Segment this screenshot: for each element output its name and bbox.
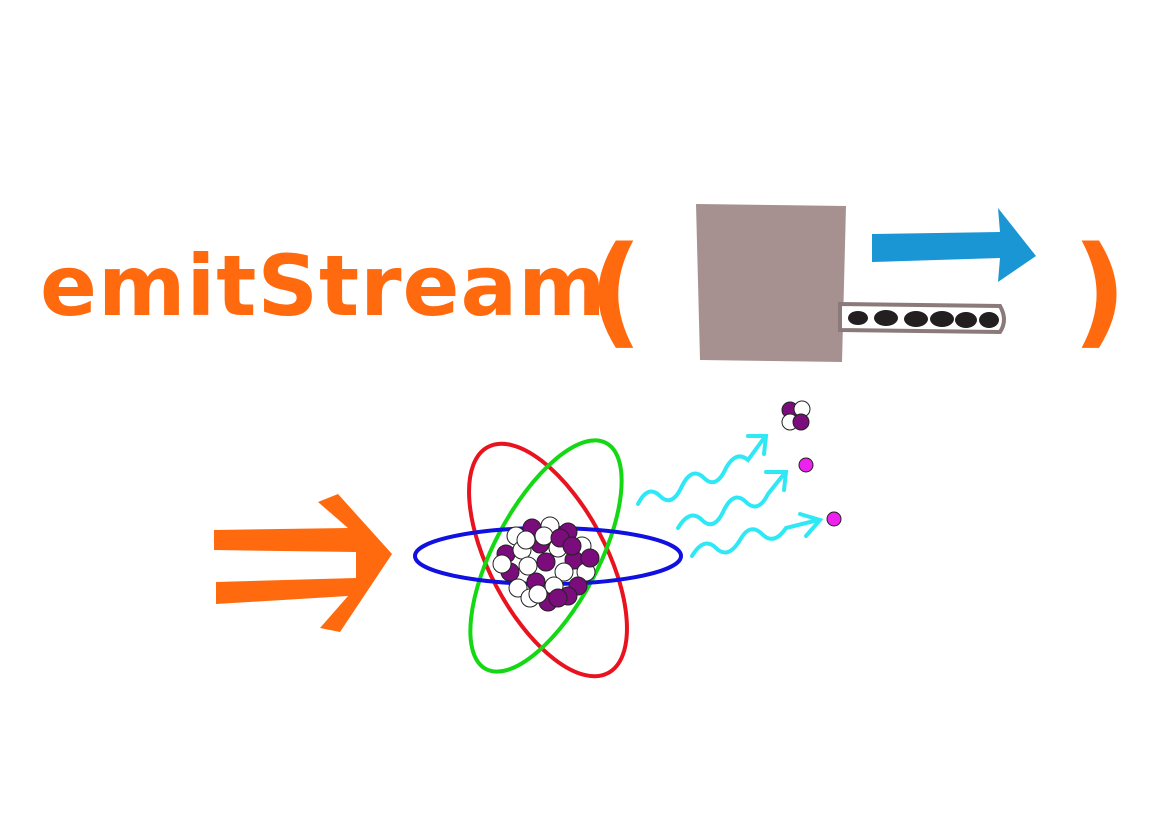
proton	[562, 536, 582, 556]
beta-particle	[798, 457, 814, 473]
alpha-particle-piece	[792, 413, 810, 431]
stream-item	[904, 311, 928, 327]
radiation-wave	[690, 518, 820, 558]
proton	[548, 588, 568, 608]
function-name: emitStream	[40, 237, 607, 335]
stream-item	[930, 311, 954, 327]
stream-box	[696, 204, 846, 362]
open-paren: (	[588, 222, 644, 361]
radiation-waves	[636, 434, 824, 558]
nucleus	[492, 516, 600, 612]
stream-item	[848, 311, 868, 325]
beta-particle	[826, 511, 842, 527]
radiation-arrowhead	[798, 512, 824, 538]
neutron	[528, 584, 548, 604]
emitted-particles	[781, 400, 842, 527]
stream-items	[848, 310, 999, 328]
stream-icon	[696, 204, 1036, 362]
neutron	[516, 530, 536, 550]
double-arrow-shape	[214, 494, 392, 632]
stream-arrow	[872, 208, 1036, 282]
orbit-red	[467, 441, 629, 679]
stream-item	[955, 312, 977, 328]
radiation-wave	[636, 436, 766, 506]
double-arrow-icon	[214, 494, 392, 632]
radiation-arrowhead	[764, 470, 789, 492]
radioactive-atom-icon	[413, 438, 683, 679]
neutron	[518, 556, 538, 576]
stream-item	[979, 312, 999, 328]
radiation-wave	[676, 472, 786, 530]
close-paren: )	[1072, 222, 1128, 361]
neutron	[492, 554, 512, 574]
radiation-arrowhead	[746, 434, 769, 456]
neutron	[534, 526, 554, 546]
neutron	[554, 562, 574, 582]
proton	[536, 552, 556, 572]
stream-item	[874, 310, 898, 326]
alpha-particle	[781, 400, 811, 431]
proton	[580, 548, 600, 568]
